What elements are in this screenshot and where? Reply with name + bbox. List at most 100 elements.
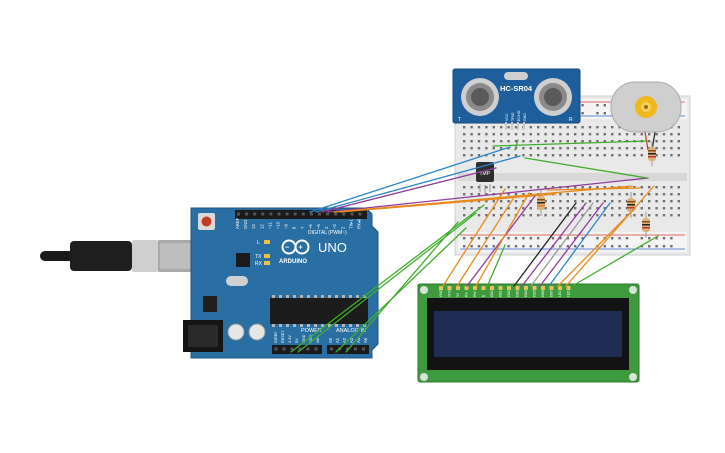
digital-header[interactable] <box>235 210 367 219</box>
resistor[interactable] <box>627 192 635 218</box>
sensor-model: HC-SR04 <box>500 84 533 93</box>
wire-orange[interactable] <box>475 192 530 287</box>
resistor[interactable] <box>537 190 545 216</box>
lcd-pin[interactable] <box>532 286 537 290</box>
capacitor <box>248 323 266 341</box>
usb-cable[interactable] <box>40 240 196 272</box>
wire-purple[interactable] <box>321 167 497 213</box>
analog-pin-label: A3 <box>349 337 354 343</box>
lcd-pin[interactable] <box>541 286 545 290</box>
led-label-l: L <box>257 240 260 246</box>
wire-purple[interactable] <box>539 202 604 287</box>
digital-header-label: DIGITAL (PWM~) <box>308 230 347 236</box>
ultrasonic-pin-label: GND <box>523 113 527 121</box>
lcd-pin[interactable] <box>566 286 571 290</box>
lcd-pin[interactable] <box>558 286 562 290</box>
lcd-pin[interactable] <box>464 286 469 290</box>
board-model: UNO <box>318 240 347 255</box>
lcd-pin-label: E <box>482 294 486 297</box>
power-header[interactable] <box>272 345 322 354</box>
lcd-pin[interactable] <box>490 286 494 290</box>
digital-pin-label: 8 <box>292 226 297 229</box>
wire-orange[interactable] <box>333 185 633 213</box>
power-pin-label: 5V <box>295 338 299 343</box>
lcd-pin-label: RS <box>465 292 469 297</box>
wire-orange[interactable] <box>456 198 514 287</box>
ultrasonic-pin-label: VCC <box>505 113 509 121</box>
digital-pin-label: TX▸1 <box>348 219 353 229</box>
wire-green[interactable] <box>486 244 506 288</box>
wire-green[interactable] <box>492 140 649 147</box>
crystal <box>504 72 528 80</box>
wire-purple[interactable] <box>327 177 649 213</box>
lcd-pin[interactable] <box>549 286 554 290</box>
wire-orange[interactable] <box>557 209 634 287</box>
lcd-pin-label: DB2 <box>507 290 511 297</box>
wire-green[interactable] <box>524 157 648 179</box>
lcd-pin[interactable] <box>515 286 520 290</box>
wire-purple[interactable] <box>521 202 587 287</box>
board-brand: ARDUINO <box>279 259 307 265</box>
wire-green[interactable] <box>345 221 459 353</box>
lcd-screen <box>434 311 622 357</box>
digital-pin-label: ~10 <box>276 221 281 229</box>
wire-orange[interactable] <box>565 185 655 287</box>
digital-pin-label: 12 <box>259 224 264 229</box>
lcd-pin[interactable] <box>507 286 511 290</box>
wire-blue[interactable] <box>315 155 521 213</box>
power-pin-label: GND <box>302 334 306 343</box>
power-pin-label: 3.3V <box>288 335 292 343</box>
led-rx <box>264 261 270 265</box>
svg-text:−: − <box>285 245 289 252</box>
voltage-regulator <box>203 296 217 312</box>
usb-chip <box>236 253 250 267</box>
wire-gray[interactable] <box>530 202 594 287</box>
resistor[interactable] <box>642 212 650 238</box>
wire-orange[interactable] <box>442 188 506 287</box>
arduino-logo: − + <box>281 239 310 255</box>
atmega-chip <box>270 298 368 324</box>
lcd-pin-label: LED <box>567 290 571 297</box>
wire-green[interactable] <box>514 139 519 151</box>
digital-pin-label: ~6 <box>308 224 313 229</box>
wire-blue[interactable] <box>548 202 611 287</box>
lcd-pin-label: DB4 <box>524 290 528 297</box>
power-header-label: POWER <box>301 328 322 334</box>
wires[interactable] <box>290 139 659 353</box>
lcd-pin[interactable] <box>447 286 452 290</box>
lcd-pin[interactable] <box>456 286 460 290</box>
power-pin-label: IOREF <box>274 331 278 343</box>
lcd-pin-label: GND <box>439 289 443 297</box>
ultrasonic-pin-label: ECHO <box>517 110 521 121</box>
lcd-pin[interactable] <box>473 286 477 290</box>
lcd-pin[interactable] <box>439 286 443 290</box>
analog-pin-label: A5 <box>363 337 368 343</box>
power-pin-label: RESET <box>281 330 285 343</box>
wire-green[interactable] <box>335 227 467 353</box>
wire-orange[interactable] <box>546 187 641 191</box>
dc-motor[interactable] <box>610 81 682 151</box>
digital-pin-label: 7 <box>300 226 305 229</box>
capacitor <box>227 323 245 341</box>
lcd-pin[interactable] <box>481 286 486 290</box>
lcd-pin[interactable] <box>524 286 528 290</box>
wire-blue[interactable] <box>309 146 511 213</box>
lcd-pin[interactable] <box>498 286 503 290</box>
wire-green[interactable] <box>573 235 659 286</box>
resistor[interactable] <box>648 142 656 166</box>
digital-pin-label: GND <box>243 220 248 229</box>
digital-pin-label: 13 <box>251 224 256 229</box>
digital-pin-label: 4 <box>324 226 329 229</box>
power-pin-label: Vin <box>316 338 320 343</box>
lcd-pin-label: LED <box>558 290 562 297</box>
wire-black[interactable] <box>513 202 577 287</box>
wire-orange[interactable] <box>339 193 557 213</box>
sensor-left-mark: T <box>458 117 461 123</box>
lcd-pin-label: DB7 <box>550 290 554 297</box>
reset-button-cap[interactable] <box>201 216 212 227</box>
